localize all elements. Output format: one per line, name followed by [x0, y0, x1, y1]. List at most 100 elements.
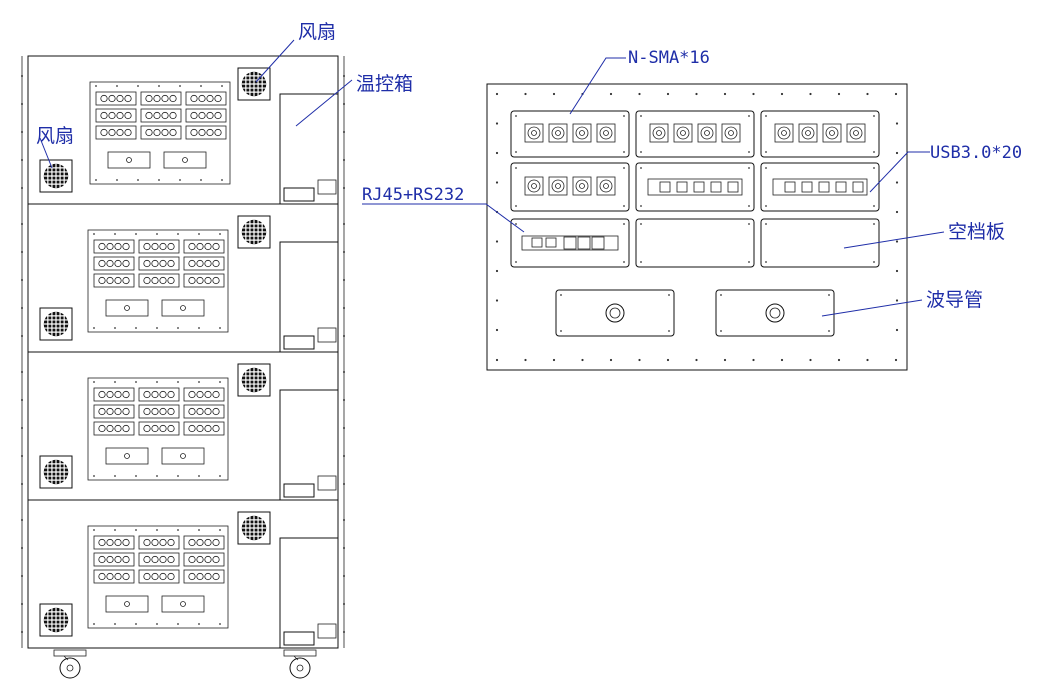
- screw-dot: [219, 233, 221, 235]
- connector: [159, 242, 167, 251]
- screw-dot: [21, 223, 23, 225]
- module-frame: [93, 552, 135, 567]
- waveguide-bore: [769, 307, 781, 319]
- screw-dot: [895, 181, 899, 184]
- connector: [212, 242, 220, 251]
- module-frame: [93, 273, 135, 288]
- screw-dot: [21, 335, 23, 337]
- screw-dot: [866, 358, 869, 362]
- connector: [143, 276, 151, 285]
- connector: [159, 390, 167, 399]
- connector: [214, 111, 222, 120]
- connector: [143, 538, 151, 547]
- screw-dot: [156, 529, 158, 531]
- screw-dot: [343, 103, 345, 105]
- module-frame: [138, 273, 180, 288]
- connector: [188, 407, 196, 416]
- connector: [100, 94, 108, 103]
- blank-panel-1: [635, 218, 755, 268]
- connector: [98, 572, 106, 581]
- tier-panel: [89, 81, 231, 185]
- connector: [151, 259, 159, 268]
- screw-dot: [495, 269, 499, 273]
- screw-dot: [200, 85, 202, 87]
- sma-pin: [579, 183, 585, 189]
- module-frame: [95, 108, 137, 123]
- screw-dot: [21, 519, 23, 521]
- connector: [143, 424, 151, 433]
- screw-dot: [748, 261, 750, 263]
- sma-pin: [656, 130, 662, 136]
- caster-arm: [63, 655, 69, 661]
- screw-dot: [623, 115, 625, 117]
- screw-dot: [221, 85, 223, 87]
- screw-dot: [560, 294, 562, 296]
- sma-flange: [596, 176, 616, 196]
- screw-dot: [748, 223, 750, 225]
- screw-dot: [873, 261, 875, 263]
- connector: [188, 276, 196, 285]
- fan-icon: [237, 363, 271, 397]
- screw-dot: [343, 187, 345, 189]
- sma-flange: [697, 123, 717, 143]
- connector-module: [183, 387, 225, 402]
- rs232-port: [531, 237, 543, 248]
- waveguide-plate: [161, 299, 205, 317]
- caster-mount: [283, 649, 317, 657]
- caster-hub: [296, 664, 304, 672]
- screw-dot: [156, 327, 158, 329]
- screw-dot: [873, 205, 875, 207]
- screw-dot: [343, 159, 345, 161]
- caster-hub: [66, 664, 74, 672]
- connector: [106, 259, 114, 268]
- caster-tire: [289, 657, 311, 679]
- connector: [161, 94, 169, 103]
- connector: [151, 407, 159, 416]
- connector: [100, 128, 108, 137]
- module-frame: [140, 91, 182, 106]
- waveguide-port: [180, 453, 186, 459]
- screw-dot: [177, 529, 179, 531]
- blank-panel-2-frame: [760, 218, 880, 268]
- screw-dot: [114, 623, 116, 625]
- screw-dot: [93, 529, 95, 531]
- screw-dot: [219, 327, 221, 329]
- connector: [188, 242, 196, 251]
- sma-flange: [649, 123, 669, 143]
- fan-top-leader: [255, 39, 295, 83]
- connector: [190, 94, 198, 103]
- connector: [167, 407, 175, 416]
- front-panel-detail: [486, 83, 908, 371]
- screw-dot: [720, 294, 722, 296]
- waveguide-plate: [161, 595, 205, 613]
- connector: [167, 242, 175, 251]
- screw-dot: [552, 358, 556, 362]
- connector: [198, 94, 206, 103]
- screw-dot: [179, 179, 181, 181]
- connector: [114, 572, 122, 581]
- connector: [143, 390, 151, 399]
- connector: [98, 424, 106, 433]
- screw-dot: [21, 307, 23, 309]
- connector-module: [95, 91, 137, 106]
- sma-connector: [599, 126, 613, 140]
- connector: [114, 390, 122, 399]
- screw-dot: [200, 179, 202, 181]
- connector-module: [93, 387, 135, 402]
- sma-pin: [728, 130, 734, 136]
- sma-flange: [673, 123, 693, 143]
- fan-frame: [39, 159, 73, 193]
- screw-dot: [828, 294, 830, 296]
- waveguide-port: [180, 601, 186, 607]
- connector-module: [140, 108, 182, 123]
- rj45-port: [577, 236, 591, 250]
- tier-box: [27, 351, 339, 501]
- nsma-panel-4-frame: [510, 162, 630, 212]
- screw-dot: [343, 575, 345, 577]
- screw-dot: [343, 307, 345, 309]
- screw-dot: [515, 151, 517, 153]
- connector-module: [185, 125, 227, 140]
- screw-dot: [873, 223, 875, 225]
- connector-module: [93, 421, 135, 436]
